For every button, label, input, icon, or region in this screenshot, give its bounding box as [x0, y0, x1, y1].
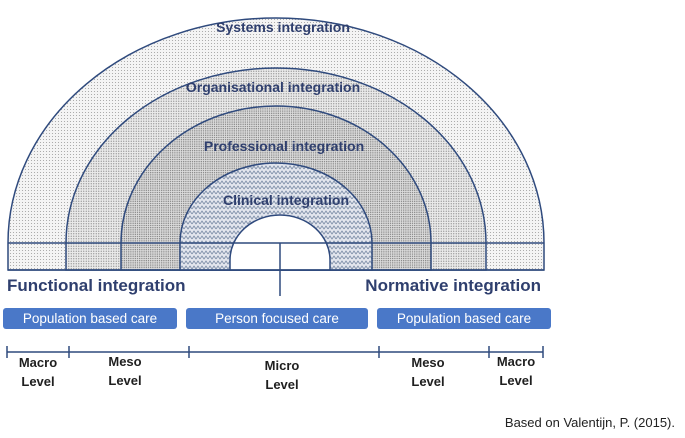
functional-integration-label: Functional integration: [7, 276, 186, 295]
person-care-bar: Person focused care: [186, 308, 368, 329]
svg-text:Micro: Micro: [265, 358, 300, 373]
svg-text:Level: Level: [265, 377, 298, 392]
level-meso-right: Meso Level: [411, 355, 444, 389]
level-axis: [6, 346, 544, 358]
svg-text:Meso: Meso: [411, 355, 444, 370]
organisational-integration-label: Organisational integration: [186, 79, 360, 95]
professional-integration-label: Professional integration: [204, 138, 364, 154]
level-micro: Micro Level: [265, 358, 300, 392]
population-care-bar-right: Population based care: [377, 308, 551, 329]
svg-text:Level: Level: [499, 373, 532, 388]
population-care-right-label: Population based care: [397, 311, 531, 326]
systems-integration-label: Systems integration: [216, 19, 350, 35]
svg-text:Macro: Macro: [19, 355, 57, 370]
svg-text:Level: Level: [108, 373, 141, 388]
baseline-band: [8, 242, 544, 296]
svg-text:Macro: Macro: [497, 354, 535, 369]
svg-text:Level: Level: [411, 374, 444, 389]
level-macro-left: Macro Level: [19, 355, 57, 389]
svg-text:Meso: Meso: [108, 354, 141, 369]
svg-text:Level: Level: [21, 374, 54, 389]
clinical-integration-label: Clinical integration: [223, 192, 349, 208]
person-care-label: Person focused care: [215, 311, 339, 326]
normative-integration-label: Normative integration: [365, 276, 541, 295]
population-care-left-label: Population based care: [23, 311, 157, 326]
level-meso-left: Meso Level: [108, 354, 141, 388]
source-citation: Based on Valentijn, P. (2015).: [504, 415, 675, 430]
population-care-bar-left: Population based care: [3, 308, 177, 329]
level-macro-right: Macro Level: [497, 354, 535, 388]
